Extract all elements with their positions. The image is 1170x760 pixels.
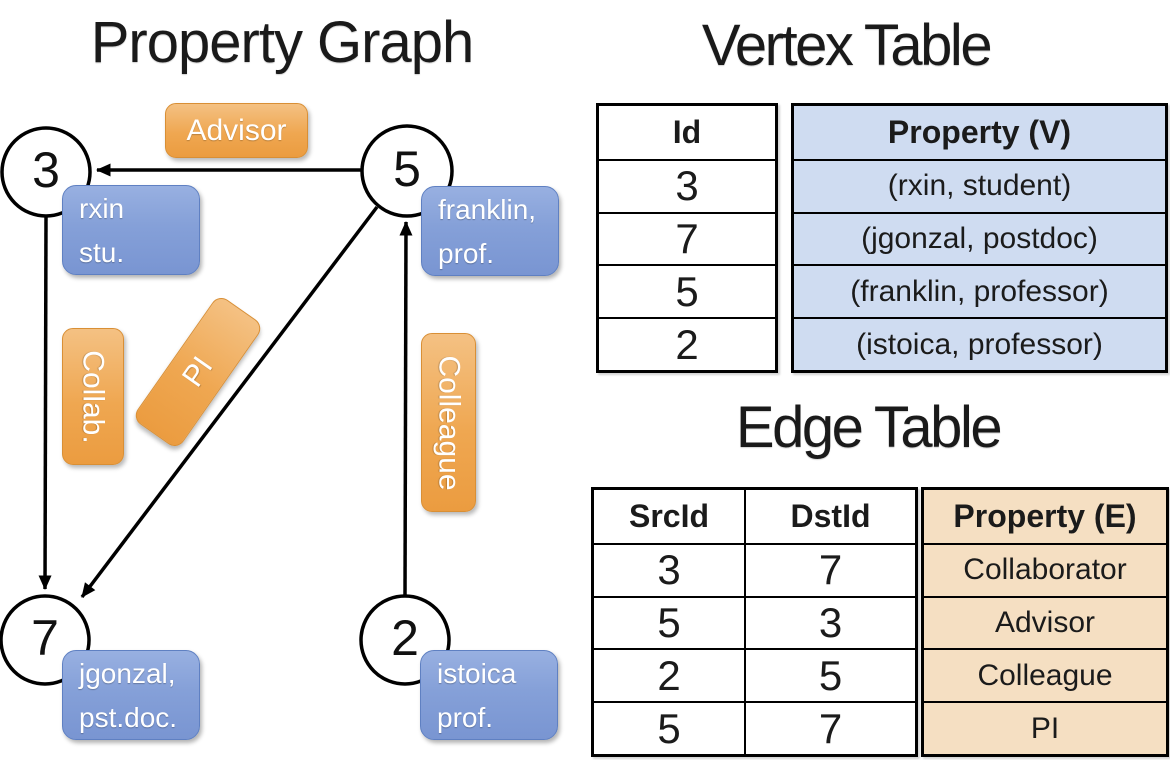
edge-arrow-pi-5-7	[80, 205, 379, 599]
vertex-property-box-7: jgonzal, pst.doc.	[62, 650, 200, 740]
node-id-2: 2	[391, 610, 419, 666]
vertex-table-property-cell: (franklin, professor)	[794, 264, 1165, 317]
vertex-property-line: jgonzal,	[79, 658, 176, 689]
edge-table-srcid-cell: 5	[594, 701, 744, 754]
vertex-property-line: pst.doc.	[79, 702, 178, 733]
edge-table-dstid-header: DstId	[744, 490, 915, 543]
vertex-table-id-cell: 3	[599, 158, 775, 212]
edge-table-ids-columns: SrcId DstId 3 7 5 3 2 5 5 7	[591, 487, 918, 757]
node-id-3: 3	[32, 142, 60, 198]
edge-label-text: Collab.	[77, 349, 111, 444]
vertex-property-line: stu.	[79, 237, 125, 268]
vertex-property-line: prof.	[438, 238, 495, 269]
edge-table-srcid-cell: 3	[594, 542, 744, 596]
vertex-table-id-cell: 5	[599, 264, 775, 317]
vertex-property-line: istoica	[437, 658, 517, 689]
edge-label-text: PI	[175, 350, 220, 393]
edge-table-dstid-cell: 5	[744, 648, 915, 702]
edge-table-property-cell: Collaborator	[924, 542, 1166, 596]
edge-table-srcid-header: SrcId	[628, 497, 710, 534]
edge-table-property-cell: Advisor	[924, 595, 1166, 649]
edge-table-property-header: Property (E)	[953, 497, 1137, 534]
vertex-table-id-cell: 2	[599, 317, 775, 370]
vertex-table-id-cell: 7	[599, 211, 775, 265]
edge-table-dstid-cell: 7	[744, 542, 915, 596]
vertex-property-line: franklin,	[438, 194, 537, 225]
vertex-table-title: Vertex Table	[701, 13, 993, 78]
vertex-table-property-cell: (istoica, professor)	[794, 317, 1165, 370]
vertex-table-property-header: Property (V)	[887, 113, 1072, 150]
edge-arrow-colleague-2-5	[399, 221, 413, 597]
node-id-5: 5	[393, 141, 421, 197]
vertex-table-property-column: Property (V) (rxin, student) (jgonzal, p…	[791, 103, 1168, 373]
edge-table-dstid-cell: 3	[744, 595, 915, 649]
edge-table-property-cell: PI	[924, 701, 1166, 754]
property-graph-title: Property Graph	[90, 10, 475, 75]
vertex-table-id-column: Id 3 7 5 2	[596, 103, 778, 373]
edge-table-property-column: Property (E) Collaborator Advisor Collea…	[921, 487, 1169, 757]
node-id-7: 7	[31, 610, 59, 666]
vertex-property-box-2: istoica prof.	[420, 650, 558, 740]
edge-label-advisor: Advisor	[165, 103, 308, 158]
vertex-property-box-5: franklin, prof.	[421, 186, 559, 276]
edge-label-colleague: Colleague	[421, 333, 476, 512]
edge-table-srcid-cell: 2	[594, 648, 744, 701]
vertex-table-id-header: Id	[672, 113, 702, 150]
edge-table-title: Edge Table	[735, 395, 1003, 460]
edge-label-text: Advisor	[186, 113, 287, 147]
vertex-property-line: rxin	[79, 193, 125, 224]
edge-label-text: Colleague	[432, 354, 466, 491]
edge-arrow-collab-3-7	[38, 215, 52, 590]
vertex-property-box-3: rxin stu.	[62, 185, 200, 275]
edge-label-collab: Collab.	[62, 328, 124, 465]
vertex-table-property-cell: (jgonzal, postdoc)	[794, 211, 1165, 265]
edge-table-srcid-cell: 5	[594, 595, 744, 649]
vertex-table-property-cell: (rxin, student)	[794, 158, 1165, 212]
vertex-property-line: prof.	[437, 702, 494, 733]
edge-table-dstid-cell: 7	[744, 701, 915, 754]
edge-table-property-cell: Colleague	[924, 648, 1166, 701]
